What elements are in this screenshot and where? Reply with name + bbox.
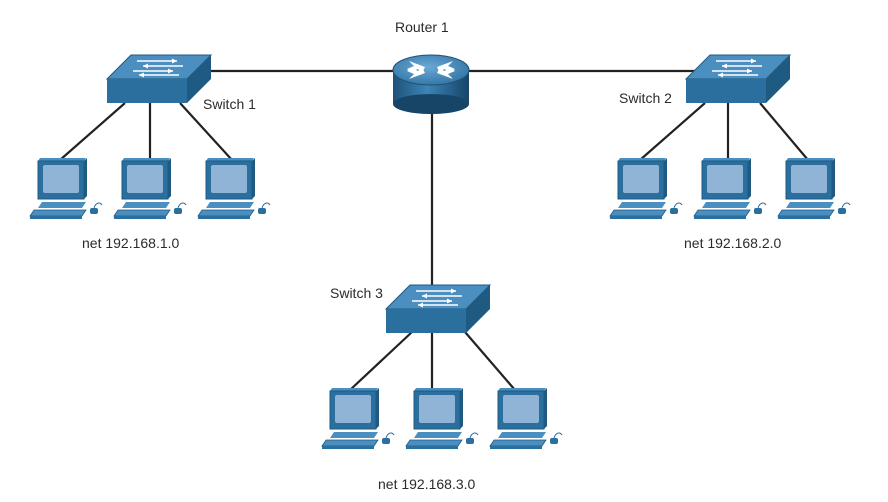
pc-icon xyxy=(777,158,851,219)
pc-group-net3 xyxy=(321,388,563,449)
switch-1-icon xyxy=(105,54,213,103)
pc-icon xyxy=(405,388,479,449)
pc-icon xyxy=(197,158,271,219)
switch-3-label: Switch 3 xyxy=(330,285,383,301)
switch-3-icon xyxy=(384,284,492,333)
pc-icon xyxy=(113,158,187,219)
cable-switch1-pc1 xyxy=(59,102,126,161)
pc-icon xyxy=(321,388,395,449)
pc-group-net1 xyxy=(29,158,271,219)
cable-switch2-pc3 xyxy=(759,102,809,161)
pc-icon xyxy=(609,158,683,219)
cable-switch2-pc1 xyxy=(639,102,706,161)
cable-switch3-pc1 xyxy=(349,331,413,391)
switch-1-label: Switch 1 xyxy=(203,96,256,112)
network-1-label: net 192.168.1.0 xyxy=(82,235,180,251)
cable-switch1-pc3 xyxy=(179,102,233,161)
router-label: Router 1 xyxy=(395,19,449,35)
switch-2-label: Switch 2 xyxy=(619,90,672,106)
pc-group-net2 xyxy=(609,158,851,219)
router-icon xyxy=(392,54,470,114)
switch-2-icon xyxy=(684,54,792,103)
pc-icon xyxy=(489,388,563,449)
cable-switch3-pc3 xyxy=(464,331,516,391)
cables xyxy=(59,69,809,391)
network-3-label: net 192.168.3.0 xyxy=(378,476,476,492)
network-2-label: net 192.168.2.0 xyxy=(684,235,782,251)
pc-icon xyxy=(693,158,767,219)
pc-icon xyxy=(29,158,103,219)
